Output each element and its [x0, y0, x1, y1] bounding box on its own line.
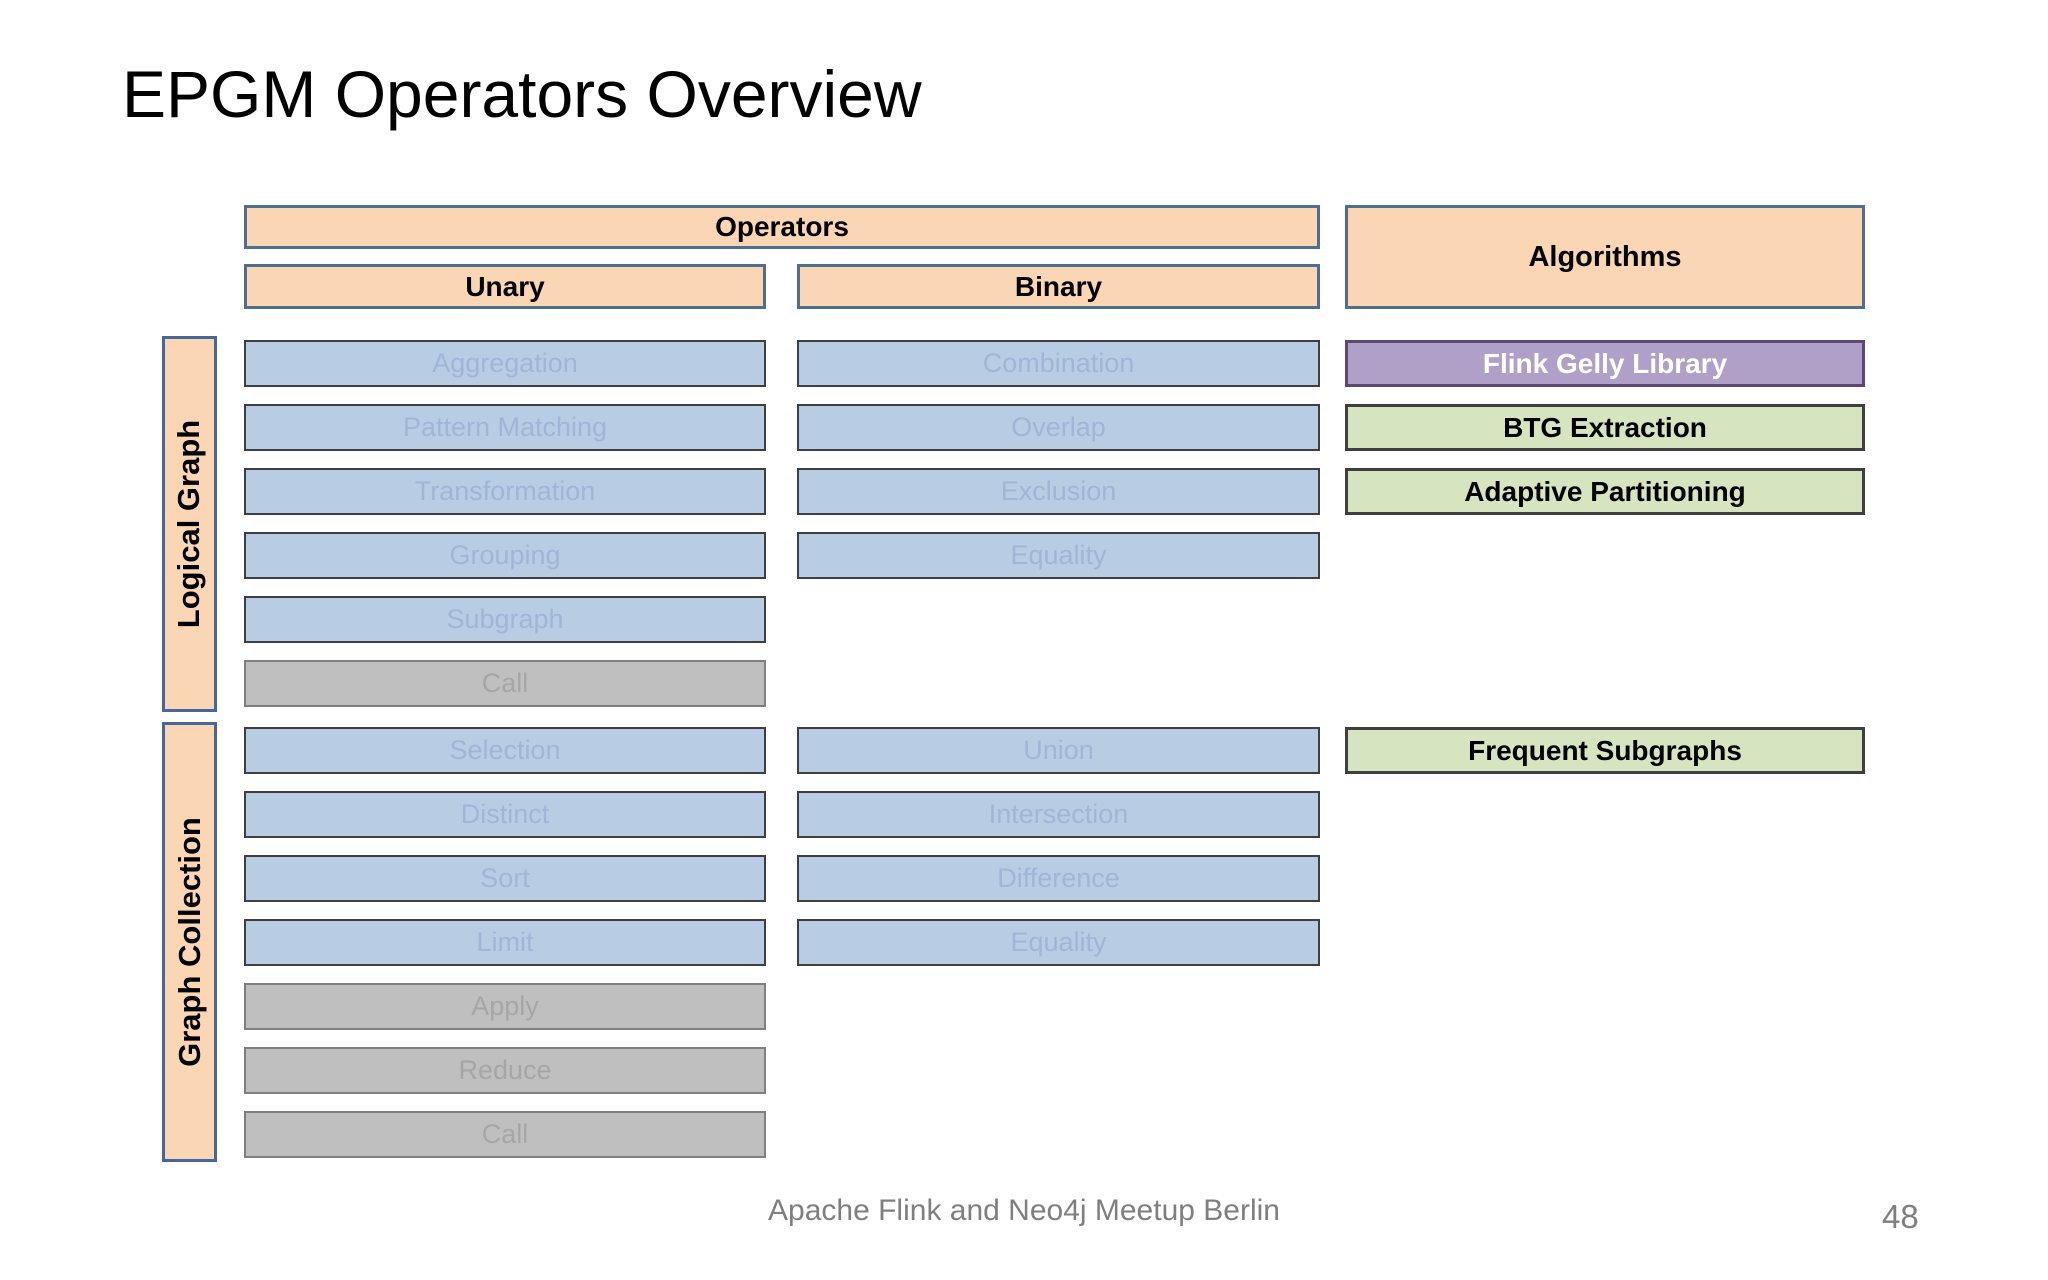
algorithm-box: Adaptive Partitioning — [1345, 468, 1865, 515]
section-label-graph-collection: Graph Collection — [162, 722, 217, 1162]
operator-box: Overlap — [797, 404, 1320, 451]
operator-box: Pattern Matching — [244, 404, 766, 451]
header-unary: Unary — [244, 264, 766, 309]
operator-box: Intersection — [797, 791, 1320, 838]
header-algorithms: Algorithms — [1345, 205, 1865, 309]
algorithm-box: Frequent Subgraphs — [1345, 727, 1865, 774]
operator-box: Transformation — [244, 468, 766, 515]
section-label-logical-graph-text: Logical Graph — [171, 419, 207, 629]
slide-title: EPGM Operators Overview — [122, 57, 922, 131]
operator-box: Reduce — [244, 1047, 766, 1094]
operator-box: Grouping — [244, 532, 766, 579]
operator-box: Union — [797, 727, 1320, 774]
header-binary: Binary — [797, 264, 1320, 309]
operator-box: Distinct — [244, 791, 766, 838]
operator-box: Sort — [244, 855, 766, 902]
operator-box: Apply — [244, 983, 766, 1030]
page-number: 48 — [1882, 1198, 1919, 1235]
collection-algorithms-column: Frequent Subgraphs — [1345, 727, 1865, 791]
footer-text: Apache Flink and Neo4j Meetup Berlin — [768, 1194, 1280, 1227]
operator-box: Aggregation — [244, 340, 766, 387]
operator-box: Call — [244, 660, 766, 707]
operator-box: Exclusion — [797, 468, 1320, 515]
header-operators: Operators — [244, 205, 1320, 249]
operator-box: Limit — [244, 919, 766, 966]
operator-box: Call — [244, 1111, 766, 1158]
operator-box: Equality — [797, 919, 1320, 966]
operator-box: Equality — [797, 532, 1320, 579]
section-label-graph-collection-text: Graph Collection — [171, 817, 207, 1067]
operator-box: Subgraph — [244, 596, 766, 643]
operator-box: Combination — [797, 340, 1320, 387]
algorithm-box: Flink Gelly Library — [1345, 340, 1865, 387]
section-label-logical-graph: Logical Graph — [162, 336, 217, 712]
algorithm-box: BTG Extraction — [1345, 404, 1865, 451]
operator-box: Difference — [797, 855, 1320, 902]
operator-box: Selection — [244, 727, 766, 774]
